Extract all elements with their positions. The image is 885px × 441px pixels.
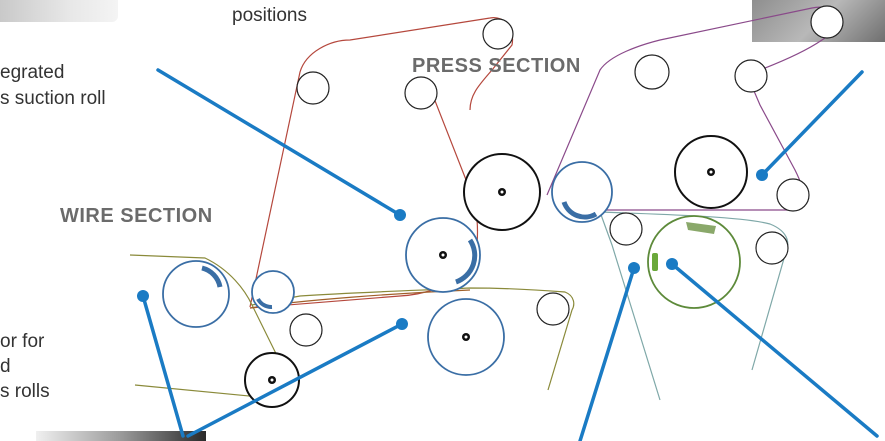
guide-roll (734, 59, 768, 93)
caption-lower-line1: or for (0, 331, 45, 352)
guide-roll (296, 71, 330, 105)
suction-box-blue (455, 238, 478, 285)
caption-lower-line2: d (0, 356, 11, 377)
pointer-dot (666, 258, 678, 270)
pointer-line (760, 70, 864, 177)
suction-box-blue (561, 201, 598, 220)
photo-bottom-left (36, 431, 206, 441)
caption-integrated-line2: s suction roll (0, 88, 106, 109)
pointer-dot (396, 318, 408, 330)
press-section-heading: PRESS SECTION (412, 55, 581, 77)
guide-roll (609, 212, 643, 246)
caption-positions: positions (232, 5, 307, 26)
guide-roll (289, 313, 323, 347)
guide-roll (536, 292, 570, 326)
wire-section-heading: WIRE SECTION (60, 205, 213, 227)
shoe-element-green (652, 253, 658, 271)
forming-roll-blue (162, 260, 230, 328)
pointer-line (141, 294, 185, 438)
pointer-dot (628, 262, 640, 274)
shoe-press-roll-green (647, 215, 741, 309)
guide-roll (810, 5, 844, 39)
shoe-element-green (686, 222, 716, 234)
guide-roll (482, 18, 514, 50)
pointer-line (670, 262, 879, 438)
guide-roll (776, 178, 810, 212)
pointer-line (186, 322, 404, 438)
pointer-line (578, 266, 636, 441)
pointer-dot (756, 169, 768, 181)
pointer-line (156, 68, 402, 217)
press-roll-blue (551, 161, 613, 223)
caption-lower-line3: s rolls (0, 381, 50, 402)
caption-integrated-line1: egrated (0, 62, 65, 83)
guide-roll (755, 231, 789, 265)
guide-roll (634, 54, 670, 90)
photo-top-left (0, 0, 118, 22)
guide-roll (404, 76, 438, 110)
pickup-roll-blue (251, 270, 295, 314)
pointer-dot (394, 209, 406, 221)
suction-box-blue (201, 265, 223, 288)
pointer-dot (137, 290, 149, 302)
suction-box-blue (256, 297, 273, 309)
